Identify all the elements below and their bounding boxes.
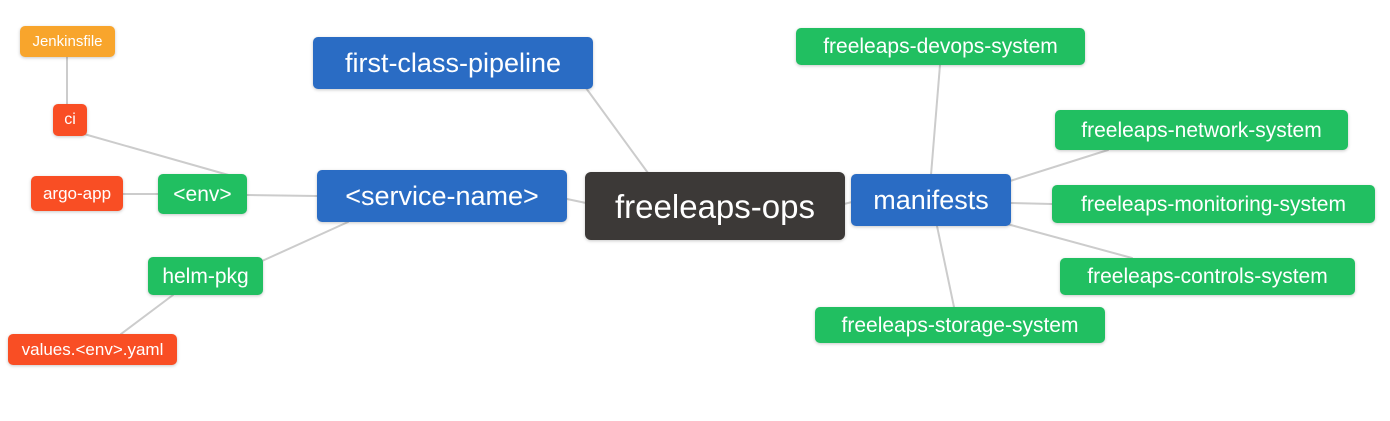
node-values-env-yaml[interactable]: values.<env>.yaml [8,334,177,365]
edge-manifests-network [1009,149,1109,182]
node-argo-app[interactable]: argo-app [31,176,123,211]
edge-pipeline-ops [585,87,649,174]
edge-service-name-helm-pkg [261,221,349,262]
node-freeleaps-storage-system[interactable]: freeleaps-storage-system [815,307,1105,343]
edge-env-service-name [246,194,318,197]
node-helm-pkg[interactable]: helm-pkg [148,257,263,295]
node-freeleaps-monitoring-system[interactable]: freeleaps-monitoring-system [1052,185,1375,223]
edge-manifests-storage [936,225,955,308]
edge-ops-manifests [843,201,853,205]
node-first-class-pipeline[interactable]: first-class-pipeline [313,37,593,89]
node-freeleaps-network-system[interactable]: freeleaps-network-system [1055,110,1348,150]
edge-helm-pkg-values [120,294,174,335]
edge-manifests-controls [1006,223,1133,259]
node-freeleaps-devops-system[interactable]: freeleaps-devops-system [796,28,1085,65]
edge-service-name-ops [566,198,587,204]
edge-manifests-monitoring [1010,202,1053,205]
node-ci[interactable]: ci [53,104,87,136]
node-freeleaps-controls-system[interactable]: freeleaps-controls-system [1060,258,1355,295]
node-freeleaps-ops[interactable]: freeleaps-ops [585,172,845,240]
node-manifests[interactable]: manifests [851,174,1011,226]
edge-manifests-devops [930,64,941,176]
node-jenkinsfile[interactable]: Jenkinsfile [20,26,115,57]
edge-ci-env [83,133,233,177]
node-env[interactable]: <env> [158,174,247,214]
node-service-name[interactable]: <service-name> [317,170,567,222]
